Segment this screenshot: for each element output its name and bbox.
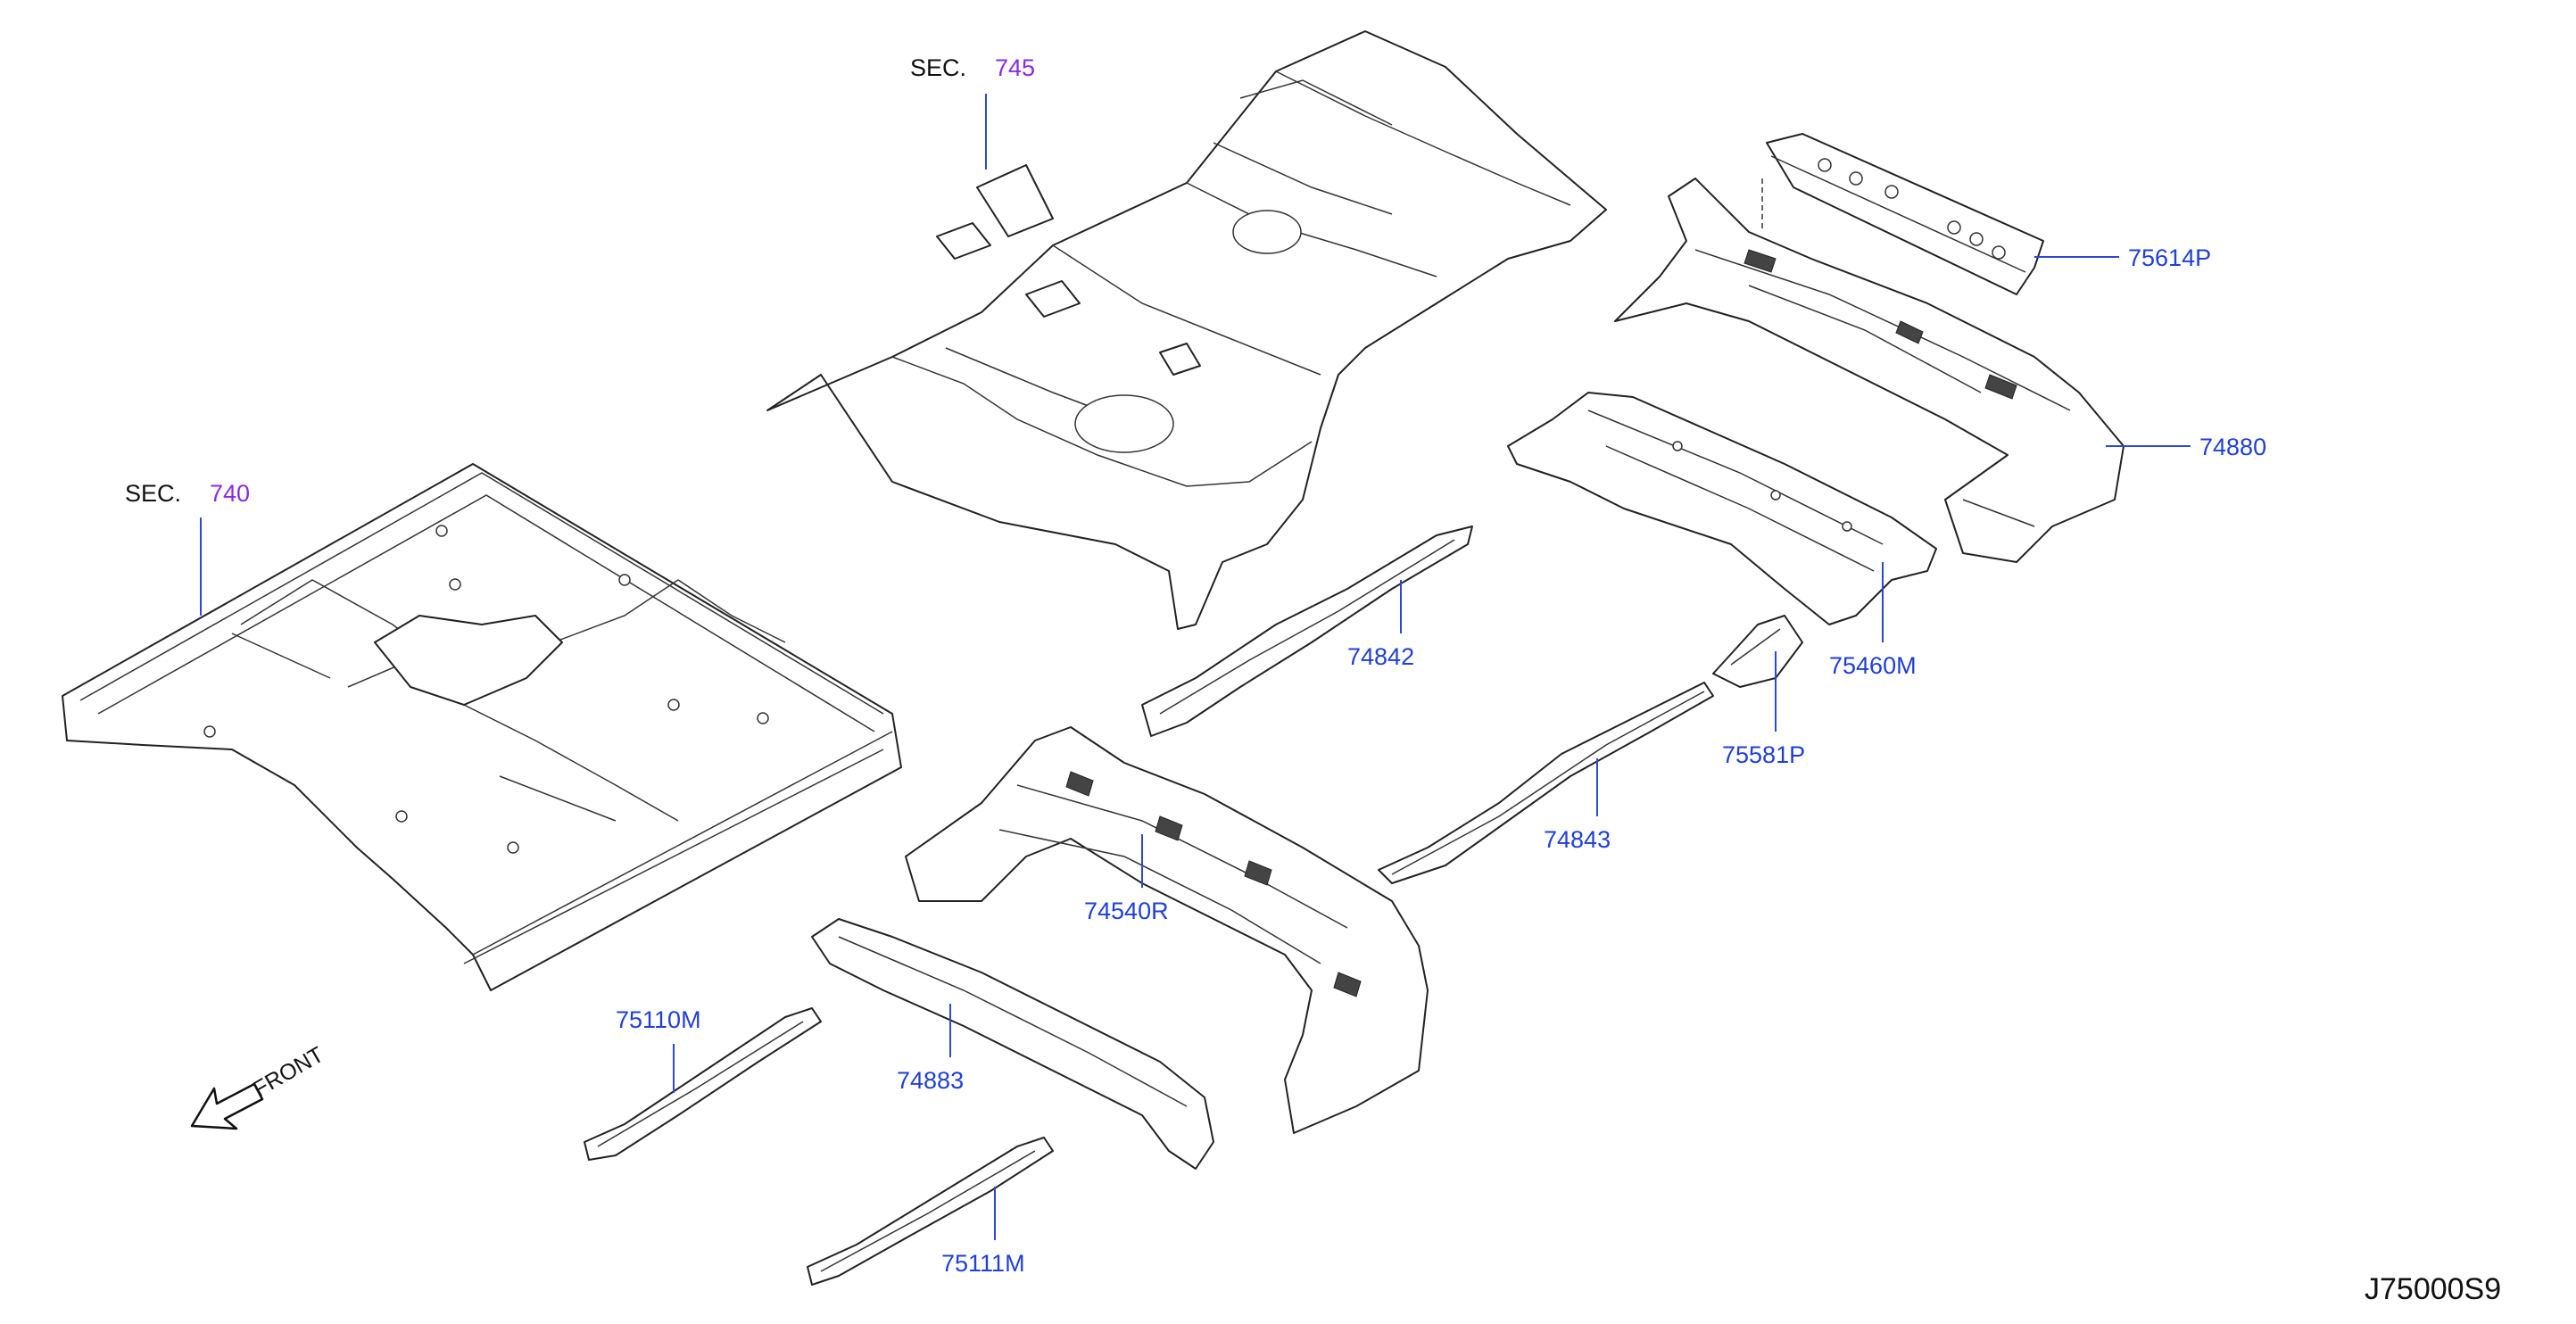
reinforcement-75111M: [807, 1137, 1054, 1286]
callout-75614P[interactable]: 75614P: [2128, 244, 2211, 271]
rear-panel-75614P: [1766, 133, 2044, 295]
front-direction-indicator: FRONT: [190, 1042, 328, 1130]
rear-floor-panel: [766, 30, 1607, 630]
section-number: 745: [995, 54, 1035, 81]
side-member-74843: [1378, 682, 1714, 884]
callout-75111M[interactable]: 75111M: [941, 1250, 1025, 1277]
reinforcement-75110M: [584, 1007, 822, 1161]
callout-75460M[interactable]: 75460M: [1829, 652, 1917, 679]
side-rail-74883: [811, 918, 1214, 1170]
front-label: FRONT: [249, 1042, 328, 1102]
rear-crossmember-74880: [1614, 178, 2125, 563]
section-prefix: SEC.: [910, 54, 966, 81]
drawing-number: J75000S9: [2365, 1272, 2501, 1306]
front-arrow-icon: [190, 1082, 264, 1130]
callout-74883[interactable]: 74883: [897, 1067, 964, 1094]
crossmember-74540R: [905, 726, 1429, 1134]
callout-74540R[interactable]: 74540R: [1084, 898, 1169, 924]
bracket-75581P: [1712, 615, 1803, 688]
section-prefix: SEC.: [125, 480, 181, 507]
side-member-74842: [1141, 525, 1473, 737]
section-ref-745[interactable]: SEC. 745: [910, 54, 1035, 81]
callout-74842[interactable]: 74842: [1347, 643, 1414, 670]
front-floor-panel: [62, 463, 902, 991]
callout-74880[interactable]: 74880: [2199, 434, 2266, 460]
callout-75110M[interactable]: 75110M: [616, 1006, 701, 1033]
callout-75581P[interactable]: 75581P: [1722, 741, 1805, 768]
callout-74843[interactable]: 74843: [1544, 826, 1611, 853]
section-number: 740: [210, 480, 250, 507]
section-ref-740[interactable]: SEC. 740: [125, 480, 250, 507]
member-75460M: [1507, 392, 1937, 625]
